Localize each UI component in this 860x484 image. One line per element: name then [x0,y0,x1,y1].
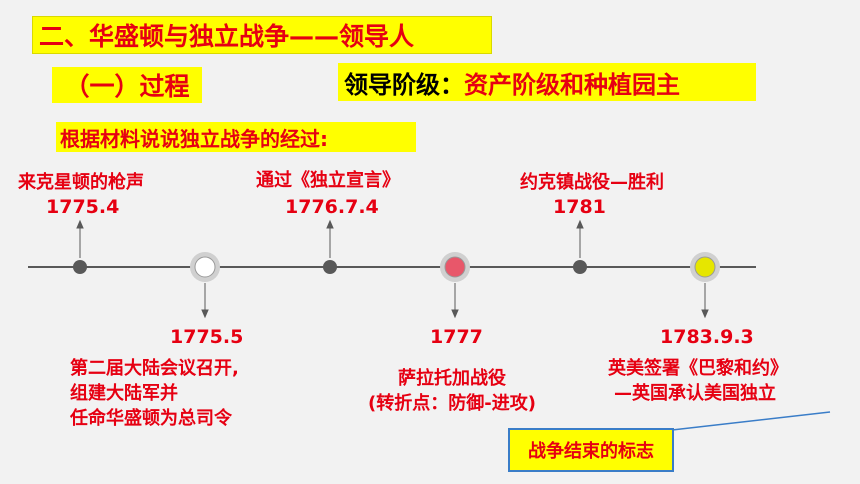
event-date-1783-9-3: 1783.9.3 [660,326,754,348]
event-label-declaration: 通过《独立宣言》 [256,170,400,191]
timeline-dot-1781 [573,260,587,274]
desc-line: —英国承认美国独立 [614,383,776,404]
desc-line: 萨拉托加战役 [398,368,506,389]
desc-line: 组建大陆军并 [70,383,178,404]
event-label-lexington: 来克星顿的枪声 [18,172,144,193]
desc-line: 任命华盛顿为总司令 [70,408,232,429]
desc-line: (转折点：防御-进攻) [368,393,536,414]
event-date-1775-5: 1775.5 [170,326,244,348]
leader-value: 资产阶级和种植园主 [464,70,680,99]
event-date-1777: 1777 [430,326,483,348]
leader-class-box: 领导阶级： 资产阶级和种植园主 [338,63,756,101]
timeline-dot-1775-4 [73,260,87,274]
desc-line: 英美签署《巴黎和约》 [608,358,788,379]
callout-pointer [671,411,831,431]
war-end-sign-callout: 战争结束的标志 [508,428,674,472]
event-label-yorktown: 约克镇战役—胜利 [520,172,664,193]
event-desc-continental-congress: 第二届大陆会议召开, 组建大陆军并 任命华盛顿为总司令 [70,356,239,431]
question-prompt: 根据材料说说独立战争的经过: [56,122,416,152]
arrows-down [201,283,709,319]
event-desc-saratoga: 萨拉托加战役 (转折点：防御-进攻) [352,366,552,416]
arrows-up [76,219,584,258]
desc-line: 第二届大陆会议召开, [70,358,239,379]
event-desc-paris-treaty: 英美签署《巴黎和约》 —英国承认美国独立 [608,356,788,406]
leader-label: 领导阶级： [344,70,464,99]
section-subtitle: （一）过程 [52,67,202,103]
event-date-1776-7-4: 1776.7.4 [285,196,379,218]
timeline-dot-1776 [323,260,337,274]
slide-title: 二、华盛顿与独立战争——领导人 [32,16,492,54]
event-date-1775-4: 1775.4 [46,196,120,218]
event-date-1781: 1781 [553,196,606,218]
